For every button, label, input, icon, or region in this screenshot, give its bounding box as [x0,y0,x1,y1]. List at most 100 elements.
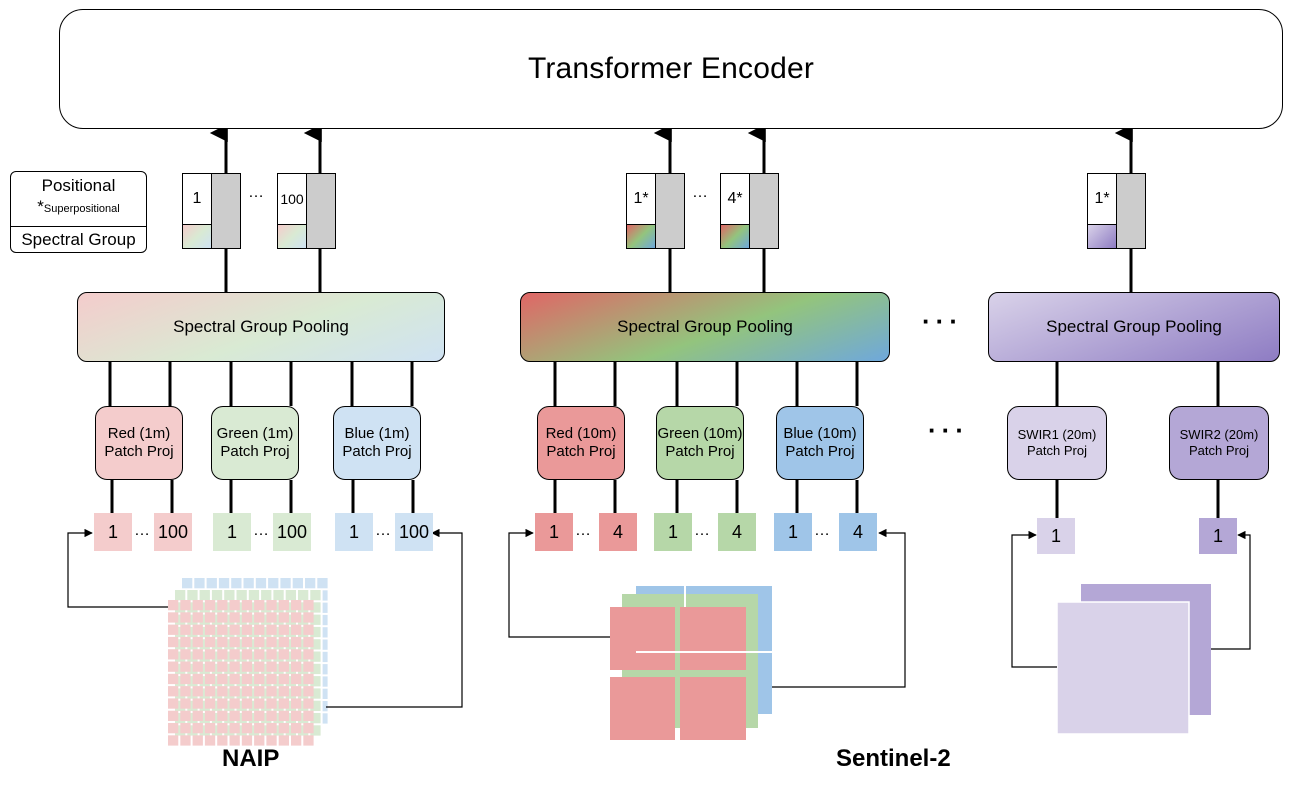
naip-pixel [291,612,302,623]
naip-pixel [236,590,247,601]
naip-pixel [231,578,242,589]
proj-line2: Patch Proj [104,443,174,460]
naip-pixel [303,661,314,672]
token-position: 1* [1087,173,1117,225]
token-position: 4* [720,173,750,225]
proj-line1: Blue (10m) [783,425,857,442]
naip-pixel [180,710,191,721]
naip-pixel [266,624,277,635]
patch-sentinel-green-1: 1 [654,513,692,551]
naip-pixel [204,673,216,685]
naip-pixel [192,698,203,709]
proj-line1: Blue (1m) [344,425,410,442]
naip-pixel [217,698,228,709]
proj-patch-lines [110,480,1220,518]
naip-pixel [303,673,314,685]
naip-pixel [187,713,198,724]
naip-pixel [175,626,186,638]
naip-pixel [298,700,309,711]
naip-pixel [261,651,272,662]
naip-pixel [175,676,186,687]
proj-sentinel-red: Red (10m) Patch Proj [537,406,625,480]
naip-pixel [241,723,253,734]
pool-label: Spectral Group Pooling [1046,317,1222,336]
naip-pixel [211,700,223,711]
naip-pixel [278,624,289,635]
naip-pixel [168,612,179,623]
naip-pixel [285,725,296,736]
naip-pixel [303,649,314,660]
naip-pixel [218,578,230,589]
naip-pixel [180,735,191,746]
naip-pixel [303,723,314,734]
naip-pixel [254,673,265,685]
patch-naip-red-100: 100 [154,513,192,551]
caption-naip: NAIP [222,745,280,772]
naip-pixel [254,710,265,721]
token-group-swatch [1087,224,1117,249]
proj-naip-blue: Blue (1m) Patch Proj [333,406,421,480]
naip-pixel [310,626,321,638]
naip-pixel [285,614,296,625]
naip-pixel [291,673,302,685]
swir-image-stack [1056,584,1211,735]
naip-pixel [303,686,314,697]
naip-pixel [298,590,309,601]
naip-pixel [285,700,296,711]
patch-swir1-1: 1 [1037,518,1075,554]
naip-pixel [254,624,265,635]
naip-pixel [175,700,186,711]
naip-pixel [261,639,272,650]
naip-pixel [192,673,203,685]
patch-ellipsis: … [814,522,831,539]
naip-pixel [273,688,284,699]
naip-pixel [303,636,314,648]
naip-pixel [211,725,223,736]
naip-pixel [217,649,228,660]
naip-pixel [291,723,302,734]
patch-loop-arrows [67,528,1251,708]
naip-pixel [266,710,277,721]
naip-pixel [168,735,179,746]
naip-pixel [298,626,309,638]
naip-pixel [224,713,235,724]
naip-pixel [310,590,321,601]
naip-pixel [204,624,216,635]
naip-pixel [217,723,228,734]
naip-pixel [180,661,191,672]
naip-pixel [224,651,235,662]
token-sentinel-1: 1* [626,173,714,249]
naip-pixel [261,676,272,687]
patch-ellipsis: … [575,522,592,539]
naip-pixel [278,710,289,721]
naip-pixel [180,686,191,697]
naip-pixel [211,676,223,687]
naip-pixel [241,698,253,709]
pool-label: Spectral Group Pooling [617,317,793,336]
naip-pixel [204,636,216,648]
naip-pixel [187,700,198,711]
proj-line1: Red (10m) [545,425,617,442]
naip-pixel [273,700,284,711]
naip-pixel [211,639,223,650]
naip-pixel [248,688,260,699]
naip-pixel [224,626,235,638]
naip-pixel [241,636,253,648]
naip-pixel [285,688,296,699]
naip-pixel [180,673,191,685]
naip-pixel [310,700,321,711]
patch-sentinel-blue-4: 4 [839,513,877,551]
naip-pixel [266,649,277,660]
patch-ellipsis: … [694,522,711,539]
naip-pixel [192,686,203,697]
naip-pixel [261,590,272,601]
naip-pixel [199,614,210,625]
naip-pixel [236,725,247,736]
naip-pixel [217,612,228,623]
naip-pixel [175,651,186,662]
proj-line1: SWIR2 (20m) [1179,427,1259,443]
naip-pixel [236,713,247,724]
naip-pixel [273,614,284,625]
naip-pixel [254,686,265,697]
patch-ellipsis: … [375,522,392,539]
